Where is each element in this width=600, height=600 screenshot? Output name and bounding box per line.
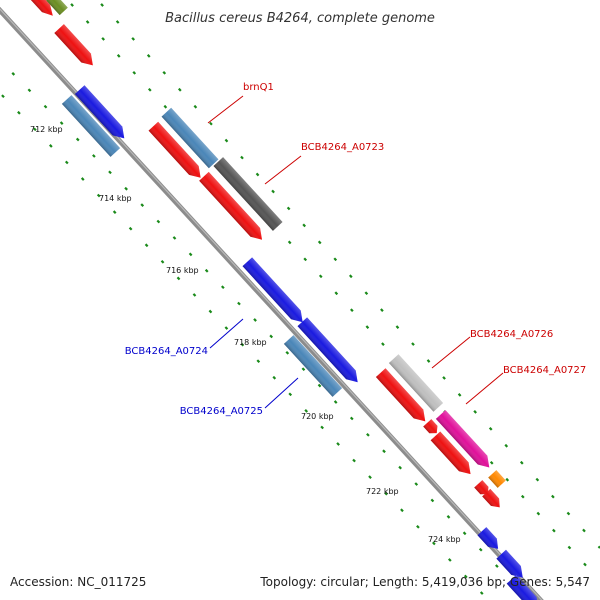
gene-shading [435, 410, 490, 468]
gene-shading [496, 549, 523, 578]
gene-arrow-4 [74, 85, 125, 139]
gene-label: BCB4264_A0724 [125, 346, 208, 357]
gene-shading [46, 0, 68, 16]
gene-shading [488, 470, 506, 488]
guide-line-2 [96, 0, 600, 549]
genome-title: Bacillus cereus B4264, complete genome [165, 11, 435, 26]
gene-arrow-9 [199, 171, 263, 240]
gene-arrow-15 [435, 410, 490, 468]
gene-shading [283, 335, 343, 397]
gene-label-leader [465, 372, 504, 405]
gene-shading [375, 368, 426, 422]
gene-arrow-14 [375, 368, 426, 422]
gene-shading [27, 0, 53, 16]
gene-label: brnQ1 [243, 82, 274, 93]
gene-arrow-5 [61, 95, 121, 157]
tick-label: 714 kbp [99, 194, 132, 203]
gene-arrow-23 [506, 574, 539, 600]
tick-label: 718 kbp [234, 338, 267, 347]
gene-shading [74, 85, 125, 139]
gene-label: BCB4264_A0726 [470, 329, 553, 340]
gene-arrow-1 [27, 0, 53, 16]
gene-arrow-22 [496, 549, 523, 578]
gene-label-leader [207, 95, 244, 124]
gene-arrow-6 [161, 107, 219, 169]
gene-shading [482, 488, 500, 508]
tick-label: 720 kbp [301, 412, 334, 421]
gene-shading [474, 480, 489, 495]
guide-line-4 [0, 91, 490, 600]
gene-label-leader [264, 377, 299, 409]
gene-label-leader [264, 155, 302, 185]
gene-shading [423, 419, 438, 434]
gene-label: BCB4264_A0727 [503, 365, 586, 376]
gene-shading [242, 257, 303, 323]
gene-arrow-20 [482, 488, 500, 508]
gene-shading [388, 354, 444, 412]
gene-shading [297, 317, 358, 383]
gene-arrow-10 [242, 257, 303, 323]
gene-arrow-11 [297, 317, 358, 383]
gene-shading [148, 121, 201, 178]
tick-label: 716 kbp [166, 266, 199, 275]
gene-arrow-16 [423, 419, 438, 434]
gene-shading [54, 24, 93, 66]
accession-text: Accession: NC_011725 [10, 575, 146, 589]
gene-arrow-7 [148, 121, 201, 178]
gene-arrow-13 [388, 354, 444, 412]
gene-label-leader [431, 336, 471, 369]
gene-arrow-12 [283, 335, 343, 397]
gene-labels: brnQ1BCB4264_A0723BCB4264_A0724BCB4264_A… [125, 82, 587, 417]
gene-arrow-18 [488, 470, 506, 488]
gene-shading [506, 574, 539, 600]
gene-arrow-8 [213, 157, 283, 231]
gene-arrow-3 [54, 24, 93, 66]
gene-shading [430, 431, 471, 475]
gene-arrow-21 [477, 527, 499, 549]
tick-label: 722 kbp [366, 487, 399, 496]
gene-label: BCB4264_A0725 [180, 406, 263, 417]
gene-shading [213, 157, 283, 231]
guide-line-1 [66, 0, 591, 571]
gene-arrow-17 [430, 431, 471, 475]
gene-shading [161, 107, 219, 169]
tick-label: 724 kbp [428, 535, 461, 544]
gene-features [27, 0, 539, 600]
tick-label: 712 kbp [30, 125, 63, 134]
gene-arrow-19 [474, 480, 489, 495]
gene-shading [477, 527, 499, 549]
gene-label: BCB4264_A0723 [301, 142, 384, 153]
gene-shading [199, 171, 263, 240]
gene-label-leader [209, 318, 244, 349]
gene-shading [61, 95, 121, 157]
gene-arrow-2 [46, 0, 68, 16]
coordinate-ticks: 712 kbp 714 kbp 716 kbp 718 kbp 720 kbp 722 k… [30, 125, 461, 544]
genome-summary-text: Topology: circular; Length: 5,419,036 bp… [259, 575, 590, 589]
